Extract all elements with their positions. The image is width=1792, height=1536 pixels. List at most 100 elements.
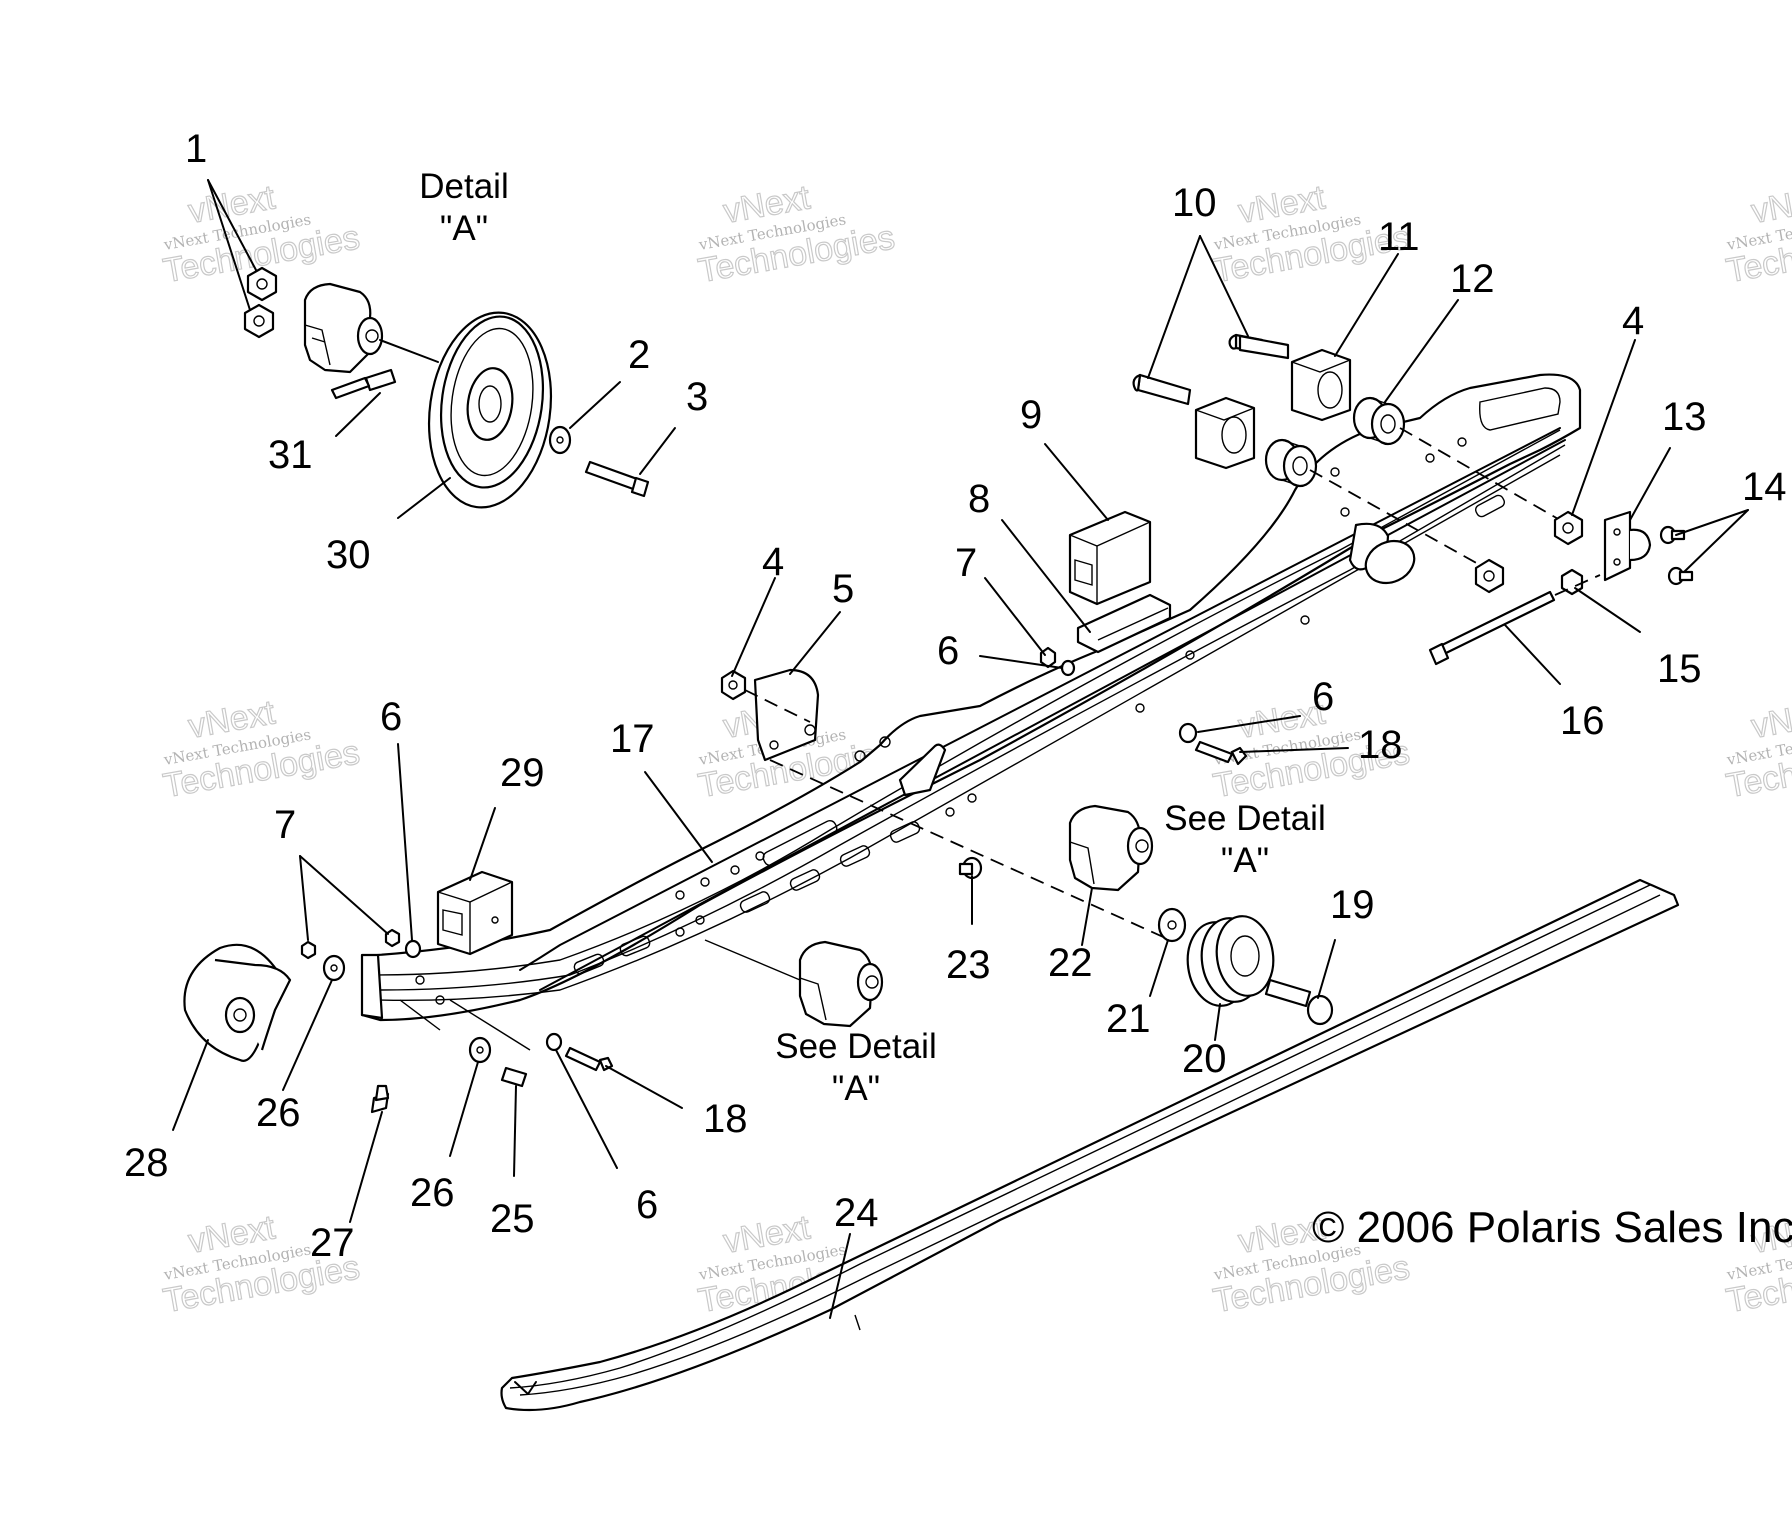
detail-a-title: Detail [419,167,508,206]
callout-23: 23 [946,943,991,987]
callout-18-right: 18 [1358,723,1403,767]
diagram-labels: Detail "A" See Detail "A" See Detail "A"… [419,167,1792,1252]
callout-10: 10 [1172,181,1217,225]
bolt-part-25 [500,1066,528,1088]
clip-part-8 [1076,593,1172,654]
washer-part-6a [1060,659,1076,677]
bracket-part-13 [1603,510,1652,582]
callout-7-left: 7 [274,803,296,847]
washer-part-6c [404,939,422,959]
callout-8: 8 [968,477,990,521]
nut-part-4a [1553,510,1584,546]
idler-mount-block [303,282,384,374]
washer-part-26a [322,954,346,982]
callout-1: 1 [185,127,207,171]
callout-14: 14 [1742,465,1787,509]
callout-22: 22 [1048,941,1093,985]
screw-part-14a [1659,525,1686,545]
washer-part-6b [1178,722,1198,744]
watermark: vNext vNext Technologies Technologies [695,178,898,291]
leader-lines [172,179,1749,1319]
nut-part-4c [720,669,747,701]
bushing-part-11b [1194,396,1256,470]
see-detail-ref-right: "A" [1221,841,1269,880]
washer-part-21 [1157,907,1187,943]
bolt-part-31 [330,368,397,400]
callout-6-left: 6 [380,695,402,739]
svg-text:vNext: vNext [1749,693,1792,746]
bolt-part-19 [1264,978,1334,1026]
callout-4-middle: 4 [762,540,784,584]
nut-part-7c [384,928,401,948]
washer-part-15 [1560,568,1584,596]
callout-29: 29 [500,751,545,795]
callout-9: 9 [1020,393,1042,437]
middle-parts-assembly [720,510,1334,1026]
washer-part-26b [468,1036,492,1064]
spacer-part-12b [1264,438,1318,488]
washer-part-6d [545,1032,563,1052]
callout-6-middle: 6 [937,629,959,673]
callout-31: 31 [268,433,313,477]
nut-part-7a [1039,646,1057,669]
wear-bar-part-24 [500,878,1680,1412]
see-detail-label-bottom: See Detail [775,1027,936,1066]
idler-mount-front [798,940,884,1028]
screw-part-14b [1667,566,1694,586]
callout-21: 21 [1106,997,1151,1041]
wheel-part-20 [1186,915,1275,1007]
washer-part-2 [548,425,572,455]
callout-7-middle: 7 [955,541,977,585]
callout-24: 24 [834,1191,879,1235]
bolt-part-18a [1194,740,1248,766]
rail-slots [573,494,1505,975]
callout-15: 15 [1657,647,1702,691]
nut-part-1a [246,266,278,302]
bushing-part-11a [1290,348,1352,422]
nut-part-7b [300,940,317,960]
nut-part-4b [1474,558,1505,594]
detail-a-subtitle: "A" [440,209,488,248]
watermark: vNext vNext Technologies Technologies [160,693,363,806]
nut-part-1b [243,303,275,339]
callout-13: 13 [1662,395,1707,439]
screw-part-23 [958,856,983,880]
detail-a-assembly [243,266,650,509]
callout-17: 17 [610,717,655,761]
spacer-part-12a [1352,396,1406,446]
bolt-part-3 [584,460,650,498]
callout-2: 2 [628,333,650,377]
callout-16: 16 [1560,699,1605,743]
bumper-part-28 [183,943,292,1062]
callout-20: 20 [1182,1037,1227,1081]
bolt-part-16 [1428,590,1556,666]
rail-holes [415,437,1467,1005]
svg-text:vNext: vNext [1749,178,1792,231]
rail-part-17 [360,373,1582,1022]
callout-26-left: 26 [256,1091,301,1135]
rivet-part-27 [370,1084,390,1114]
callout-27: 27 [310,1221,355,1265]
see-detail-label-right: See Detail [1164,799,1325,838]
bolt-part-18b [564,1046,614,1072]
callout-5: 5 [832,567,854,611]
callout-6-right: 6 [1312,675,1334,719]
callout-19: 19 [1330,883,1375,927]
callout-25: 25 [490,1197,535,1241]
callout-28: 28 [124,1141,169,1185]
callout-30: 30 [326,533,371,577]
callout-11: 11 [1378,215,1420,259]
front-parts-assembly [183,870,884,1114]
watermark: vNext vNext Technologies Technologies [1723,693,1792,806]
callout-18-bottom: 18 [703,1097,748,1141]
bolt-part-10b [1132,373,1192,406]
copyright-notice: © 2006 Polaris Sales Inc. [1312,1203,1792,1252]
callout-6-bottom: 6 [636,1183,658,1227]
idler-wheel-part-30 [427,311,553,509]
callout-3: 3 [686,375,708,419]
callout-numbers: 1 2 3 4 4 5 6 6 6 6 7 7 8 9 10 11 12 13 … [124,127,1787,1265]
idler-mount-part-22 [1068,804,1154,892]
see-detail-ref-bottom: "A" [832,1069,880,1108]
slider-block-part-9 [1068,510,1152,606]
slider-block-part-29 [436,870,514,956]
